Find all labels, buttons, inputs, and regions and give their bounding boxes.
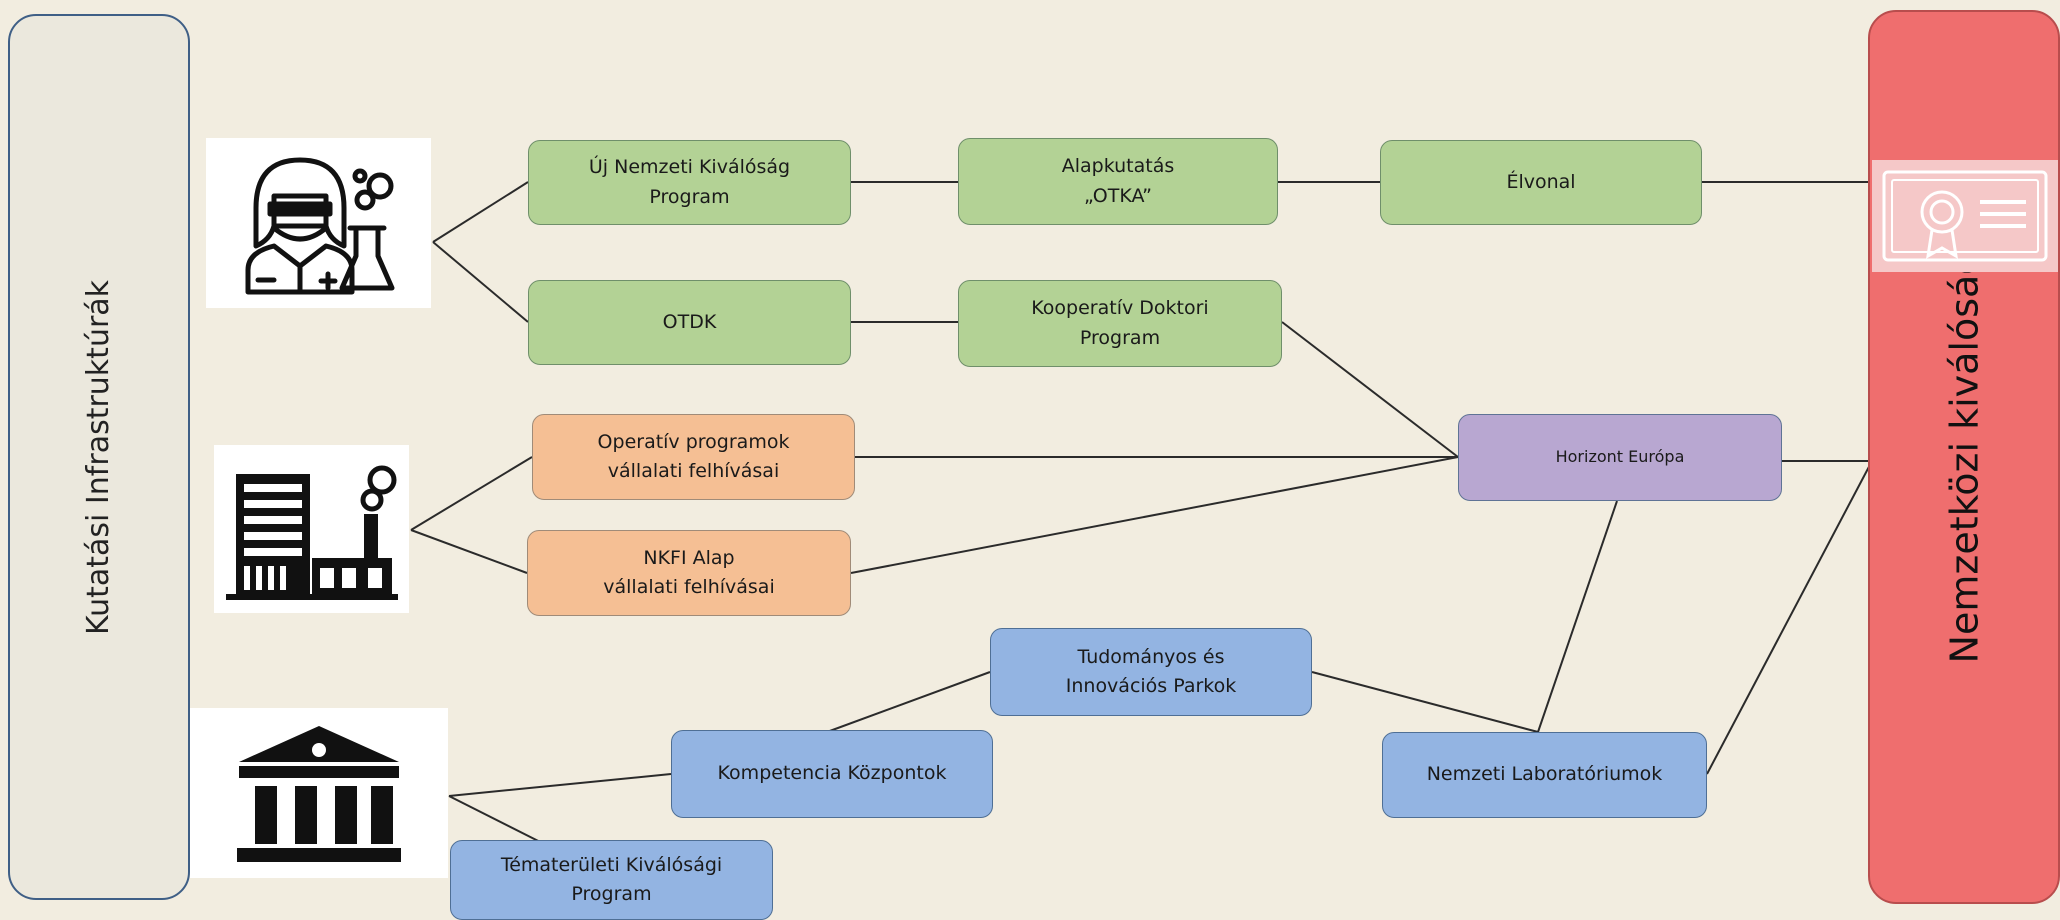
edge-horizont-lab: [1537, 500, 1618, 733]
node-elvonal: Élvonal: [1380, 140, 1702, 225]
edge-scientist-uj: [432, 181, 529, 243]
edge-nkfi-horizont: [850, 456, 1459, 574]
edge-factory-nkfi: [410, 529, 528, 574]
node-operativ-programok: Operatív programok vállalati felhívásai: [532, 414, 855, 500]
certificate-icon: [1872, 160, 2058, 272]
edge-institution-kompetencia: [448, 773, 672, 797]
research-infrastructure-bar: Kutatási Infrastruktúrák: [8, 14, 190, 900]
edge-lab-right: [1706, 460, 1873, 775]
node-tudomanyos-innovacios-parkok: Tudományos és Innovációs Parkok: [990, 628, 1312, 716]
factory-icon: [214, 445, 409, 613]
edge-factory-operativ: [410, 456, 533, 531]
node-temateruleti-kivalosagi: Tématerületi Kiválósági Program: [450, 840, 773, 920]
node-nkfi-alap: NKFI Alap vállalati felhívásai: [527, 530, 851, 616]
international-excellence-bar: Nemzetközi kiválóság: [1868, 10, 2060, 904]
edge-tudomanyos-kompetencia: [826, 671, 991, 733]
node-nemzeti-laboratoriumok: Nemzeti Laboratóriumok: [1382, 732, 1707, 818]
node-kooperativ-doktori: Kooperatív Doktori Program: [958, 280, 1282, 367]
edge-scientist-otdk: [432, 241, 529, 323]
institution-icon: [190, 708, 448, 878]
edge-koop-horizont: [1281, 321, 1459, 458]
node-otdk: OTDK: [528, 280, 851, 365]
scientist-icon: [206, 138, 431, 308]
edge-tudomanyos-lab: [1311, 671, 1539, 733]
node-uj-nemzeti-kivalosag: Új Nemzeti Kiválóság Program: [528, 140, 851, 225]
node-horizont-europa: Horizont Európa: [1458, 414, 1782, 501]
node-alapkutatas-otka: Alapkutatás „OTKA”: [958, 138, 1278, 225]
node-kompetencia-kozpontok: Kompetencia Központok: [671, 730, 993, 818]
left-bar-label: Kutatási Infrastruktúrák: [81, 279, 117, 635]
right-bar-label: Nemzetközi kiválóság: [1942, 250, 1987, 664]
